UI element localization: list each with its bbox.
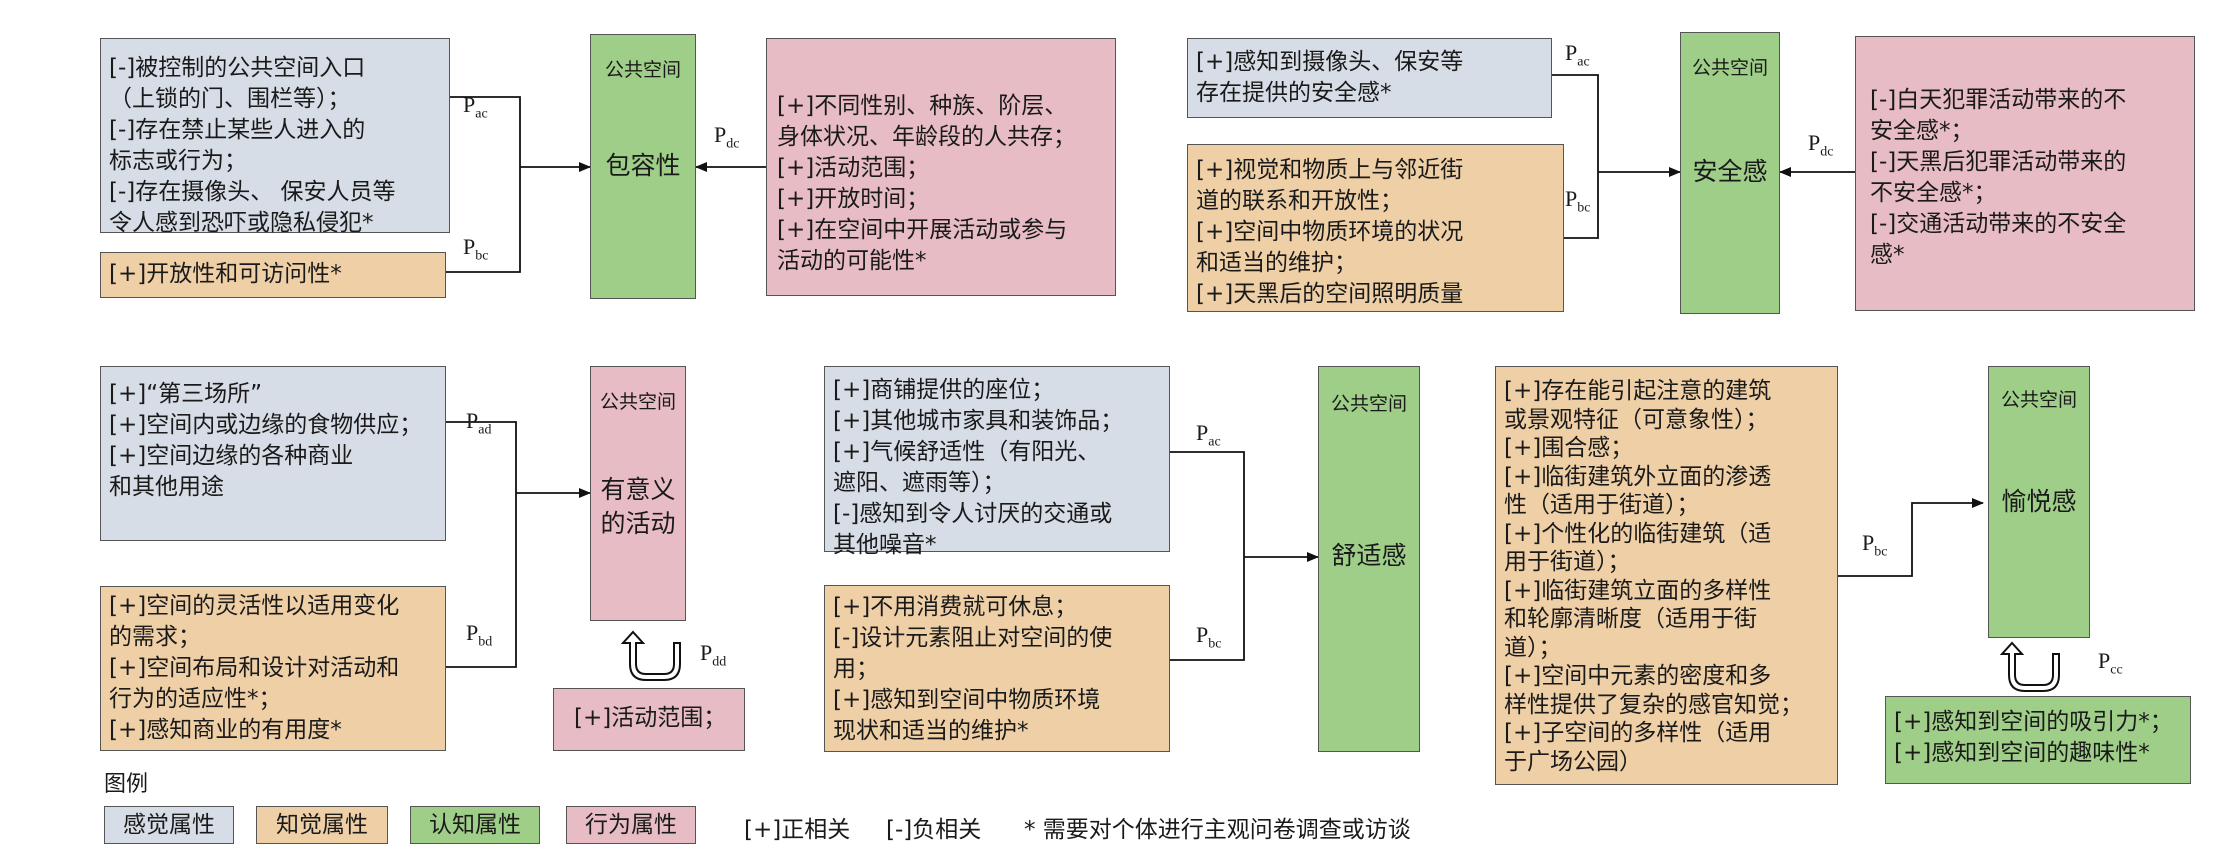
p3-sense-box: [+]“第三场所” [+]空间内或边缘的食物供应； [+]空间边缘的各种商业 和… [100,366,446,541]
p4-sense-box: [+]商铺提供的座位； [+]其他城市家具和装饰品； [+]气候舒适性（有阳光、… [824,366,1170,558]
p5-cog-label: 愉悦感 [2001,487,2077,516]
p2-beh-box: [-]白天犯罪活动带来的不 安全感*； [-]天黑后犯罪活动带来的 不安全感*；… [1855,36,2195,311]
p4-sense-text: [+]商铺提供的座位； [+]其他城市家具和装饰品； [+]气候舒适性（有阳光、… [833,377,1124,558]
p1-sense-box: [-]被控制的公共空间入口 （上锁的门、围栏等）； [-]存在禁止某些人进入的 … [100,38,450,236]
p5-cog-header: 公共空间 [2000,389,2077,411]
p3-percept-box: [+]空间的灵活性以适用变化 的需求； [+]空间布局和设计对活动和 行为的适应… [100,586,446,751]
legend-percept: 知觉属性 [256,806,388,844]
p4-bracket [1170,451,1245,661]
p2-label-pbc: Pbc [1565,186,1591,216]
p1-label-pdc: Pdc [714,122,740,152]
p2-label-pdc: Pdc [1808,130,1834,160]
p5-arrow-to-cog [1838,498,1984,577]
p4-percept-box: [+]不用消费就可休息； [-]设计元素阻止对空间的使 用； [+]感知到空间中… [824,585,1170,752]
p5-percept-text: [+]存在能引起注意的建筑 或景观特征（可意象性）； [+]围合感； [+]临街… [1504,378,1803,775]
legend-sense: 感觉属性 [104,806,234,844]
p3-label-pbd: Pbd [466,620,493,650]
p1-cog-header: 公共空间 [604,59,681,81]
p3-label-pad: Pad [466,408,492,438]
p3-label-pdd: Pdd [700,640,727,670]
p1-cog-box: 公共空间 包容性 [590,34,696,299]
p3-bracket [446,421,517,668]
p5-cog-small-text: [+]感知到空间的吸引力*； [+]感知到空间的趣味性* [1894,709,2173,766]
p4-percept-text: [+]不用消费就可休息； [-]设计元素阻止对空间的使 用； [+]感知到空间中… [833,594,1113,744]
p2-percept-text: [+]视觉和物质上与邻近街 道的联系和开放性； [+]空间中物质环境的状况 和适… [1196,157,1464,307]
p5-label-pbc: Pbc [1862,530,1888,560]
p4-label-pac: Pac [1196,420,1221,450]
p4-cog-label: 舒适感 [1331,541,1407,570]
p1-label-pbc: Pbc [463,234,489,264]
p5-cog-small-box: [+]感知到空间的吸引力*； [+]感知到空间的趣味性* [1885,696,2191,784]
p5-label-pcc: Pcc [2098,648,2123,678]
p2-cog-label: 安全感 [1692,157,1768,186]
p2-percept-box: [+]视觉和物质上与邻近街 道的联系和开放性； [+]空间中物质环境的状况 和适… [1187,144,1564,312]
legend-note: * 需要对个体进行主观问卷调查或访谈 [1024,817,1411,843]
p1-bracket [446,96,521,273]
p3-beh-label: 有意义 的活动 [600,475,676,538]
p1-beh-text: [+]不同性别、种族、阶层、 身体状况、年龄段的人共存； [+]活动范围； [+… [777,93,1076,274]
legend-title: 图例 [104,772,149,797]
p3-percept-text: [+]空间的灵活性以适用变化 的需求； [+]空间布局和设计对活动和 行为的适应… [109,593,400,743]
p2-beh-text: [-]白天犯罪活动带来的不 安全感*； [-]天黑后犯罪活动带来的 不安全感*；… [1870,87,2127,268]
p1-beh-box: [+]不同性别、种族、阶层、 身体状况、年龄段的人共存； [+]活动范围； [+… [766,38,1116,296]
legend-positive: [+]正相关 [744,817,851,843]
p1-label-pac: Pac [463,92,488,122]
p5-uturn-arrow [1999,641,2060,692]
p2-label-pac: Pac [1565,40,1590,70]
p3-beh-small-text: [+]活动范围； [574,705,727,731]
p1-cog-label: 包容性 [605,151,681,180]
p3-uturn-arrow [620,630,681,681]
legend-cog: 认知属性 [410,806,540,844]
p2-cog-box: 公共空间 安全感 [1680,32,1780,314]
p2-sense-box: [+]感知到摄像头、保安等 存在提供的安全感* [1187,38,1552,118]
p3-beh-header: 公共空间 [599,391,676,413]
p3-sense-text: [+]“第三场所” [+]空间内或边缘的食物供应； [+]空间边缘的各种商业 和… [109,381,423,500]
p4-cog-box: 公共空间 舒适感 [1318,366,1420,752]
p2-bracket [1552,74,1599,239]
p3-beh-small-box: [+]活动范围； [553,688,745,751]
p5-cog-box: 公共空间 愉悦感 [1988,366,2090,638]
p1-sense-text: [-]被控制的公共空间入口 （上锁的门、围栏等）； [-]存在禁止某些人进入的 … [109,55,396,236]
p2-cog-header: 公共空间 [1691,57,1768,79]
p1-percept-text: [+]开放性和可访问性* [109,261,342,287]
p5-percept-box: [+]存在能引起注意的建筑 或景观特征（可意象性）； [+]围合感； [+]临街… [1495,366,1838,785]
p4-cog-header: 公共空间 [1330,393,1407,415]
legend-beh: 行为属性 [566,806,696,844]
p1-percept-box: [+]开放性和可访问性* [100,252,446,298]
p3-beh-box: 公共空间 有意义 的活动 [590,366,686,621]
p4-label-pbc: Pbc [1196,622,1222,652]
p2-sense-text: [+]感知到摄像头、保安等 存在提供的安全感* [1196,49,1464,106]
legend-negative: [-]负相关 [886,817,982,843]
